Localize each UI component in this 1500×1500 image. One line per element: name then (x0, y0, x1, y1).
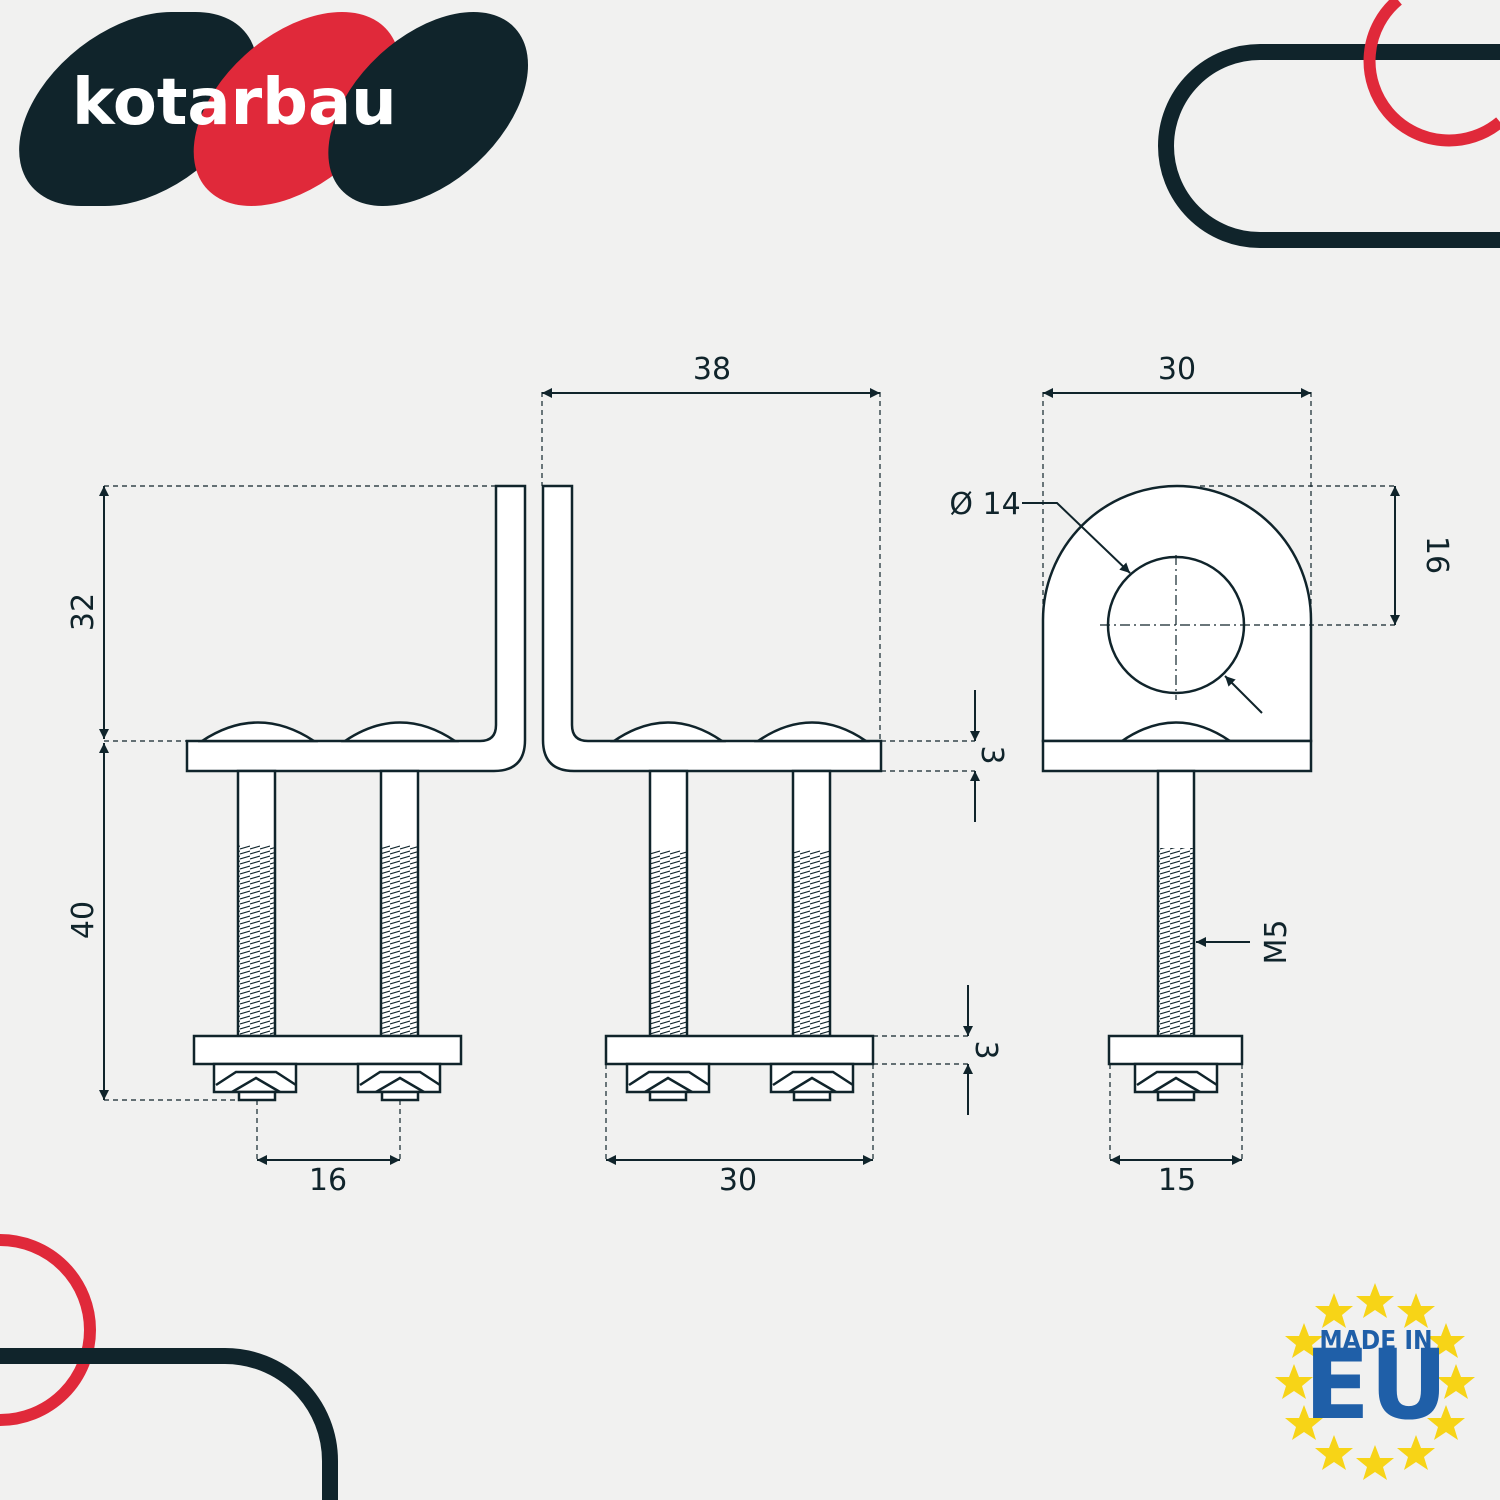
screw-head (753, 721, 871, 743)
deco-red-arc-top-right (1363, 0, 1500, 147)
badge-made-in: MADE IN (1319, 1326, 1432, 1356)
dim-width-30-top: 30 (1158, 352, 1196, 387)
dim-thickness-3-top: 3 (974, 745, 1009, 764)
star-icon (1356, 1445, 1394, 1480)
dimension-lines (99, 388, 1400, 1165)
deco-dark-pill-top-right (1158, 44, 1500, 248)
bottom-plate (192, 1034, 463, 1066)
extension-lines (104, 392, 1395, 1160)
nut (625, 1062, 711, 1102)
view-middle (541, 484, 883, 1102)
dim-height-40: 40 (66, 901, 101, 939)
bracket-left (185, 484, 527, 773)
dim-height-32: 32 (66, 593, 101, 631)
deco-dark-pill-bottom-left (0, 1348, 338, 1500)
dim-thickness-3-bottom: 3 (968, 1040, 1003, 1059)
kotarbau-logo: kotarbau (19, 12, 529, 206)
star-icon (1315, 1435, 1353, 1470)
nut (356, 1062, 442, 1102)
star-icon (1356, 1283, 1394, 1318)
bottom-plate (1107, 1034, 1244, 1066)
star-icon (1437, 1364, 1475, 1399)
bottom-plate (604, 1034, 875, 1066)
view-front (1041, 484, 1313, 1102)
dim-width-38: 38 (693, 352, 731, 387)
screw-head (609, 721, 727, 743)
star-icon (1397, 1293, 1435, 1328)
dim-width-30-bottom: 30 (719, 1163, 757, 1198)
screw-head (1117, 721, 1235, 743)
view-left (185, 484, 527, 1102)
star-icon (1427, 1323, 1465, 1358)
star-icon (1285, 1323, 1323, 1358)
screw-head (340, 721, 460, 743)
star-icon (1315, 1293, 1353, 1328)
dim-diameter-14: Ø 14 (949, 487, 1020, 522)
brand-name: kotarbau (72, 66, 397, 140)
made-in-eu-badge: MADE IN EU (1275, 1283, 1475, 1480)
star-icon (1427, 1405, 1465, 1440)
base-plate (1041, 739, 1313, 773)
badge-eu: EU (1304, 1329, 1448, 1441)
nut (212, 1062, 298, 1102)
star-icon (1397, 1435, 1435, 1470)
star-icon (1275, 1364, 1313, 1399)
dim-thread-m5: M5 (1259, 920, 1294, 965)
eu-stars (1275, 1283, 1475, 1480)
center-lines (1100, 555, 1255, 700)
screw-head (197, 721, 319, 743)
nut (769, 1062, 855, 1102)
dim-width-15: 15 (1158, 1163, 1196, 1198)
dim-spacing-16: 16 (309, 1163, 347, 1198)
star-icon (1285, 1405, 1323, 1440)
deco-red-arc-bottom-left (0, 1234, 96, 1426)
dim-offset-16: 16 (1419, 536, 1454, 574)
nut (1133, 1062, 1219, 1102)
